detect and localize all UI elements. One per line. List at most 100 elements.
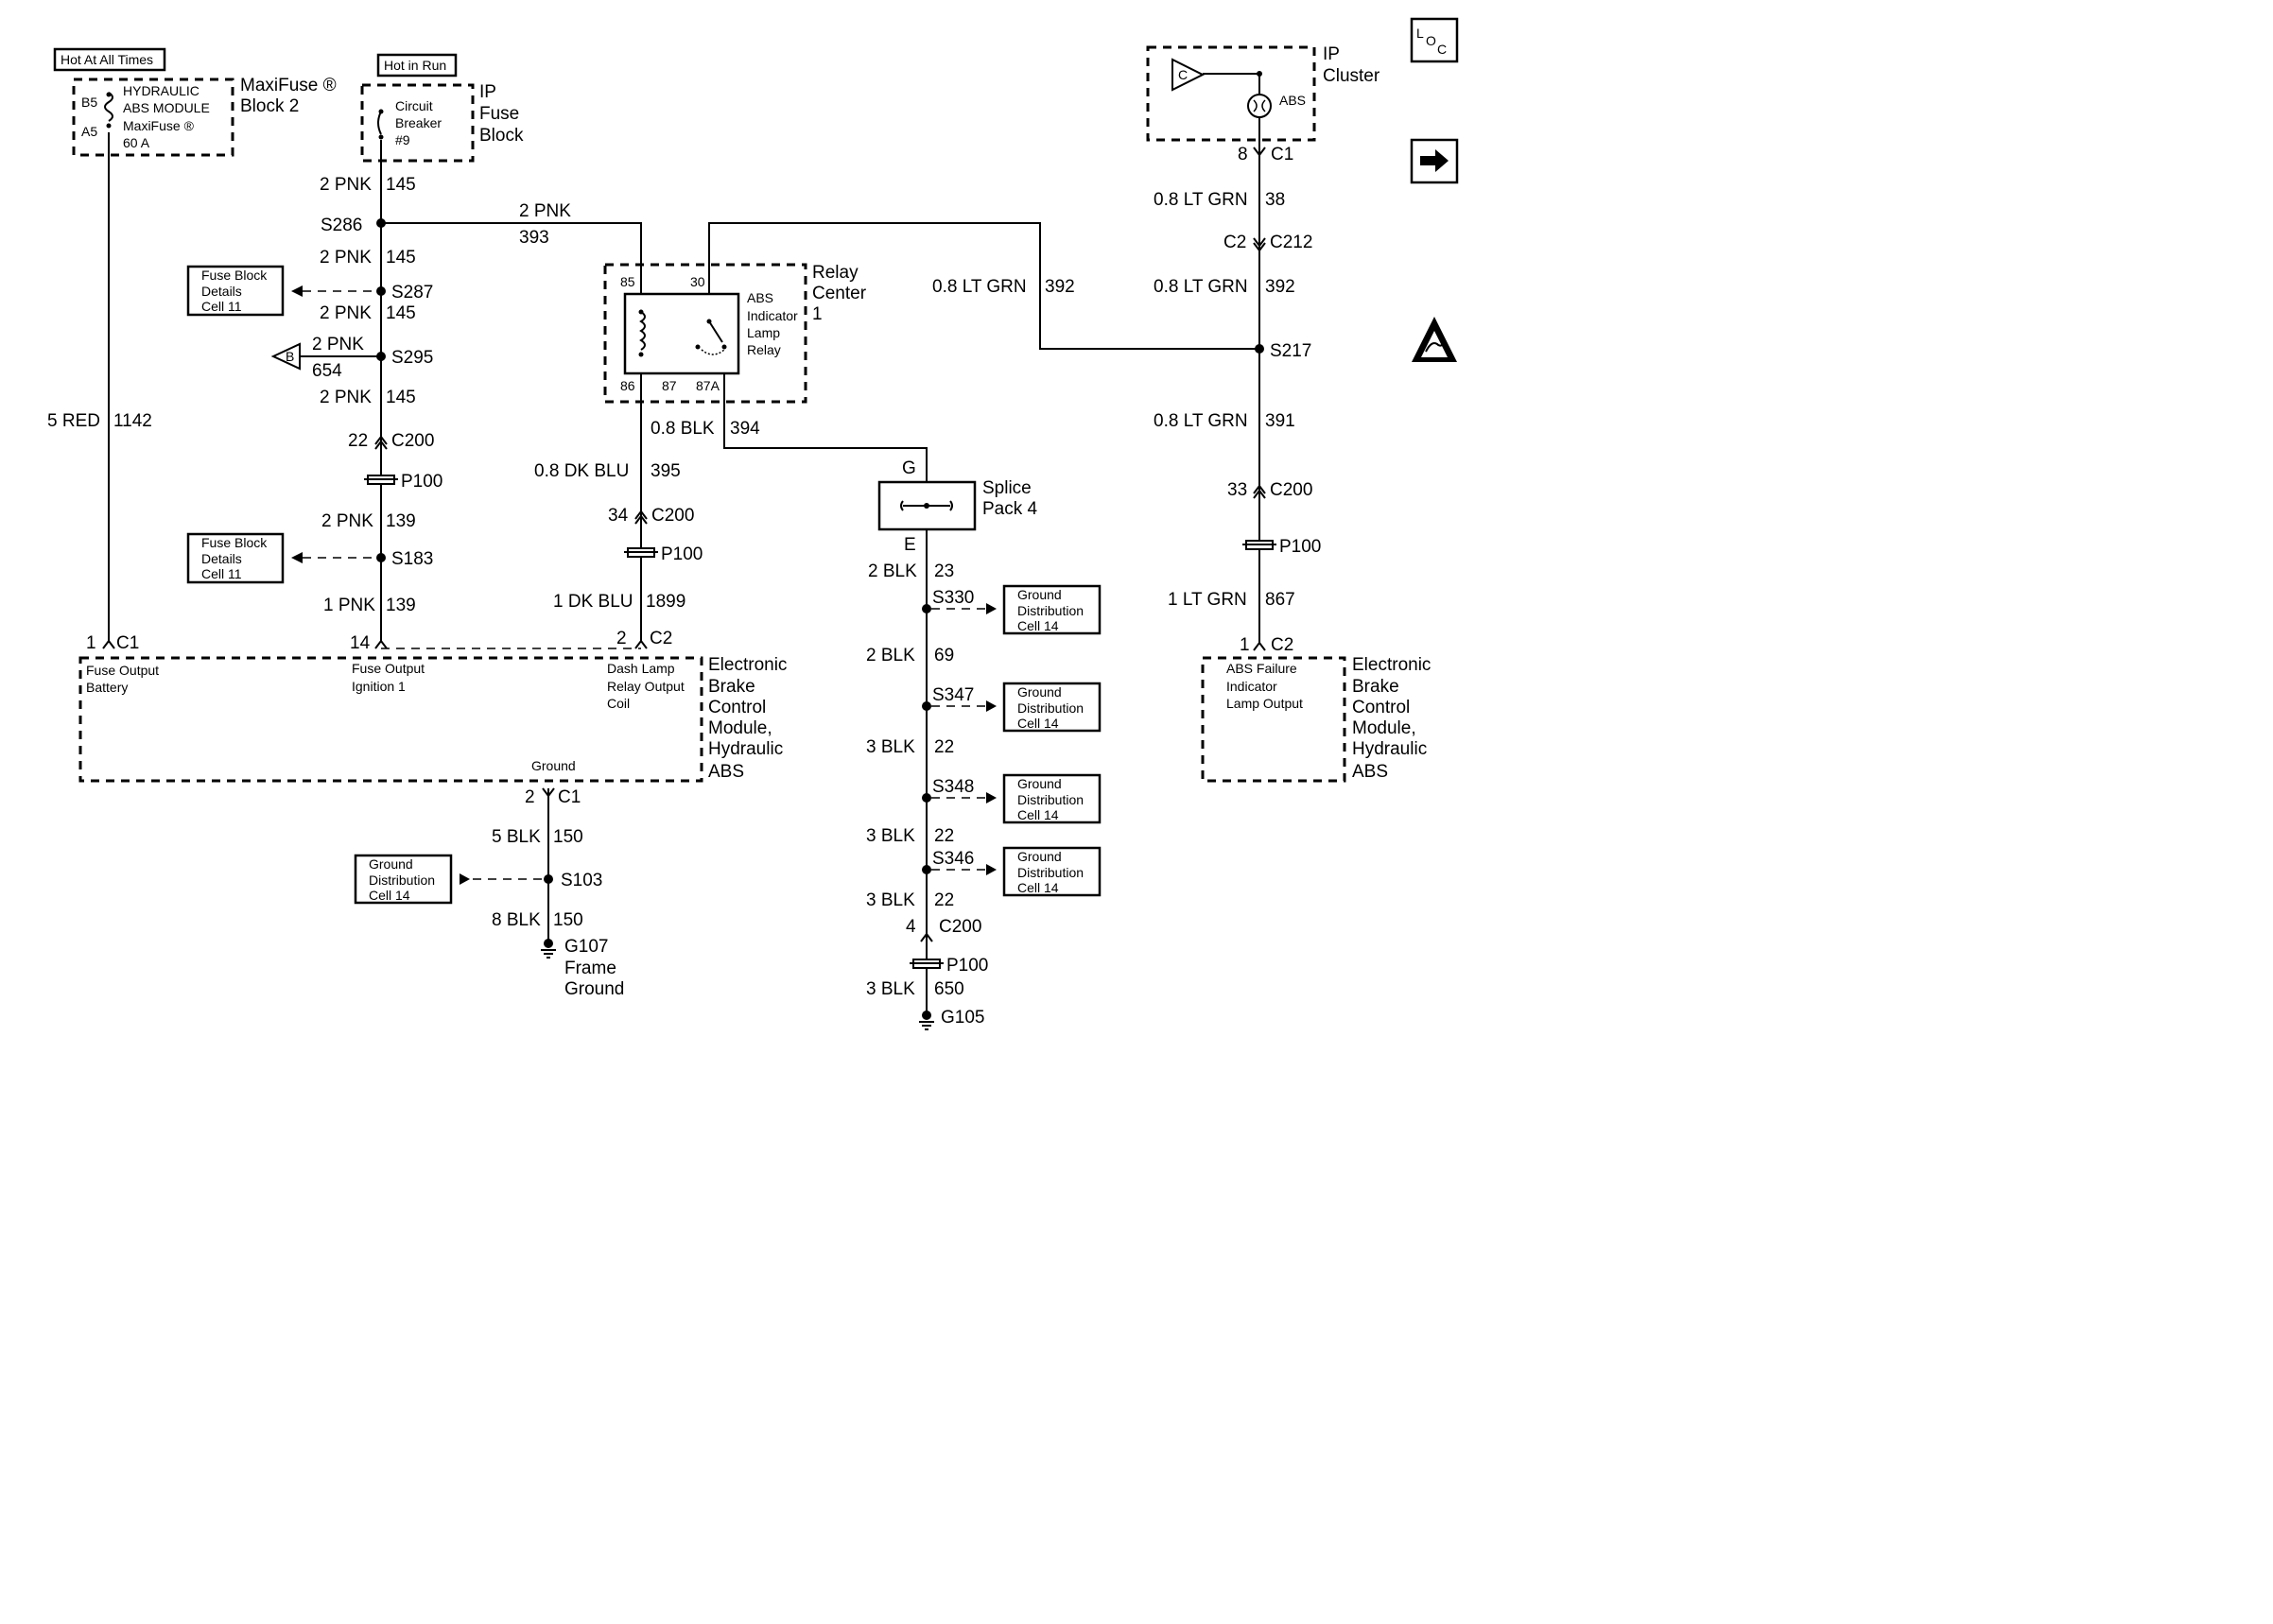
label-connectors-p100-a: P100: [401, 472, 442, 492]
left-wire-labels: 5 RED 1142: [47, 409, 152, 432]
label-wires-blk22-a-1: 22: [934, 737, 954, 757]
label-labels-ebcm-5: Hydraulic: [1352, 739, 1427, 759]
label-labels-ebcm-3: Control: [1352, 698, 1410, 717]
label-labels-cb-1: Circuit: [395, 98, 433, 113]
ground-distribution-s330[interactable]: Ground Distribution Cell 14: [931, 584, 1102, 635]
label-labels-relay-pin-87a: 87A: [696, 378, 720, 393]
label-wires-dkblu395-0: 0.8 DK BLU: [534, 461, 629, 481]
ground-distribution-s347[interactable]: Ground Distribution Cell 14: [931, 682, 1102, 733]
wiring-diagram: Hot At All Times B5 A5 HYDRAULIC ABS MOD…: [47, 17, 1459, 1030]
label-labels-g107-3: Ground: [564, 979, 624, 999]
label-labels-relay-2: Indicator: [747, 308, 798, 323]
label-connectors-c2-2-1: C2: [650, 629, 672, 648]
label-wires-dkblu1899-1: 1899: [646, 592, 685, 612]
label-wires-dkblu1899-0: 1 DK BLU: [553, 592, 633, 612]
label-wires-pnk139-a-1: 139: [386, 511, 416, 531]
label-labels-fo-ign-2: Ignition 1: [352, 679, 406, 694]
label-labels-relay-center-1: Relay: [812, 263, 859, 283]
fuse-block-details-2[interactable]: Fuse Block Details Cell 11: [186, 532, 376, 584]
label-labels-relay-center-2: Center: [812, 284, 867, 303]
g105-ground-icon: G105: [919, 1008, 984, 1030]
label-connectors-c2-1-0: 1: [1240, 635, 1250, 655]
fuse-block-details-1[interactable]: Fuse Block Details Cell 11: [186, 265, 376, 317]
label-splices-s217: S217: [1270, 341, 1311, 361]
label-labels-ipfb-3: Block: [479, 126, 524, 146]
label-splices-s348: S348: [932, 777, 974, 797]
label-wires-blk23-0: 2 BLK: [868, 561, 917, 581]
label-labels-gd-3: Cell 14: [369, 888, 410, 903]
label-labels-splice-e: E: [904, 535, 916, 555]
label-labels-ebcm-2: Brake: [708, 677, 755, 697]
relay-center: 85 30 86 87 87A ABS Indicator Lamp Relay…: [603, 263, 867, 404]
label-labels-hot-always: Hot At All Times: [61, 52, 153, 67]
esd-warning-icon: [1412, 317, 1457, 362]
label-labels-fo-batt-1: Fuse Output: [86, 663, 159, 678]
label-wires-ltgrn867-1: 867: [1265, 590, 1295, 610]
relay-output-wire-labels: 0.8 DK BLU 395 34 C200 P100 1 DK BLU 189…: [534, 416, 760, 612]
label-labels-cb-3: #9: [395, 132, 410, 147]
label-connectors-c2-2-0: 2: [616, 629, 627, 648]
label-wires-blk23-1: 23: [934, 561, 954, 581]
label-wires-blk150-b-0: 8 BLK: [492, 910, 541, 930]
next-arrow-icon[interactable]: [1410, 138, 1459, 184]
label-labels-b-arrow: B: [286, 349, 294, 364]
label-labels-ebcm-6: ABS: [1352, 762, 1388, 782]
label-wires-blk150-a-1: 150: [553, 827, 583, 847]
ip-cluster: C ABS IP Cluster: [1146, 44, 1380, 142]
label-wires-ltgrn391-0: 0.8 LT GRN: [1154, 411, 1248, 431]
label-labels-fb-detail-2: Details: [201, 284, 242, 299]
hot-at-all-times-label: Hot At All Times: [53, 47, 166, 72]
ground-distribution-s346[interactable]: Ground Distribution Cell 14: [931, 846, 1102, 897]
label-wires-blk22-b-1: 22: [934, 826, 954, 846]
label-labels-relay-3: Lamp: [747, 325, 780, 340]
label-labels-abs-fail-2: Indicator: [1226, 679, 1277, 694]
label-labels-gd-2: Distribution: [1017, 700, 1084, 716]
label-wires-red-1142-1: 1142: [113, 411, 152, 431]
label-labels-gd-3: Cell 14: [1017, 880, 1059, 895]
label-wires-red-1142-0: 5 RED: [47, 411, 100, 431]
label-labels-gd-1: Ground: [1017, 587, 1062, 602]
label-labels-maxifuse-pin-b5: B5: [81, 95, 97, 110]
label-labels-gd-1: Ground: [1017, 849, 1062, 864]
label-wires-dkblu395-1: 395: [651, 461, 681, 481]
label-labels-gd-1: Ground: [369, 856, 413, 872]
label-wires-ltgrn392-mid-0: 0.8 LT GRN: [932, 277, 1027, 297]
label-wires-pnk145-b-0: 2 PNK: [320, 248, 372, 268]
label-connectors-c2-1-1: C2: [1271, 635, 1293, 655]
label-wires-blk394-1: 394: [730, 419, 760, 439]
label-labels-ip-c-symbol: C: [1178, 67, 1188, 82]
label-splices-s286: S286: [321, 216, 362, 235]
label-labels-hot-run: Hot in Run: [384, 58, 446, 73]
label-wires-pnk145-b-1: 145: [386, 248, 416, 268]
label-labels-dash-2: Relay Output: [607, 679, 685, 694]
label-connectors-c1-1-1: C1: [116, 633, 139, 653]
label-labels-loc-c: C: [1437, 42, 1447, 57]
ebcm-module-abs-failure: ABS Failure Indicator Lamp Output Electr…: [1201, 655, 1431, 783]
label-labels-ip-cluster-1: IP: [1323, 44, 1340, 64]
label-wires-pnk145-a-0: 2 PNK: [320, 175, 372, 195]
label-connectors-c200-34-1: C200: [651, 506, 694, 526]
label-labels-gd-3: Cell 14: [1017, 618, 1059, 633]
label-labels-loc-l: L: [1416, 26, 1424, 41]
label-wires-pnk139-a-0: 2 PNK: [321, 511, 373, 531]
label-labels-maxifuse-inner-3: MaxiFuse ®: [123, 118, 195, 133]
label-labels-splice-g: G: [902, 458, 916, 478]
ground-distribution-s348[interactable]: Ground Distribution Cell 14: [931, 773, 1102, 824]
label-labels-maxifuse-inner-1: HYDRAULIC: [123, 83, 200, 98]
ground-distribution-s103[interactable]: Ground Distribution Cell 14: [354, 854, 544, 905]
label-labels-loc-o: O: [1426, 33, 1436, 48]
label-connectors-c200-34-0: 34: [608, 506, 629, 526]
loc-icon: L O C: [1410, 17, 1459, 63]
label-labels-fb-detail-1: Fuse Block: [201, 535, 268, 550]
label-wires-ltgrn867-0: 1 LT GRN: [1168, 590, 1247, 610]
hot-in-run-label: Hot in Run: [376, 53, 458, 78]
label-labels-gd-3: Cell 14: [1017, 807, 1059, 822]
label-wires-pnk145-c-0: 2 PNK: [320, 303, 372, 323]
ip-fuse-block: Circuit Breaker #9 IP Fuse Block: [360, 82, 524, 163]
label-wires-blk22-c-0: 3 BLK: [866, 890, 915, 910]
label-wires-pnk139-b-1: 139: [386, 596, 416, 615]
label-connectors-c200-22-0: 22: [348, 431, 368, 451]
label-wires-pnk654-1: 654: [312, 361, 342, 381]
label-connectors-c1-1-0: 1: [86, 633, 96, 653]
label-labels-g107-1: G107: [564, 937, 608, 957]
